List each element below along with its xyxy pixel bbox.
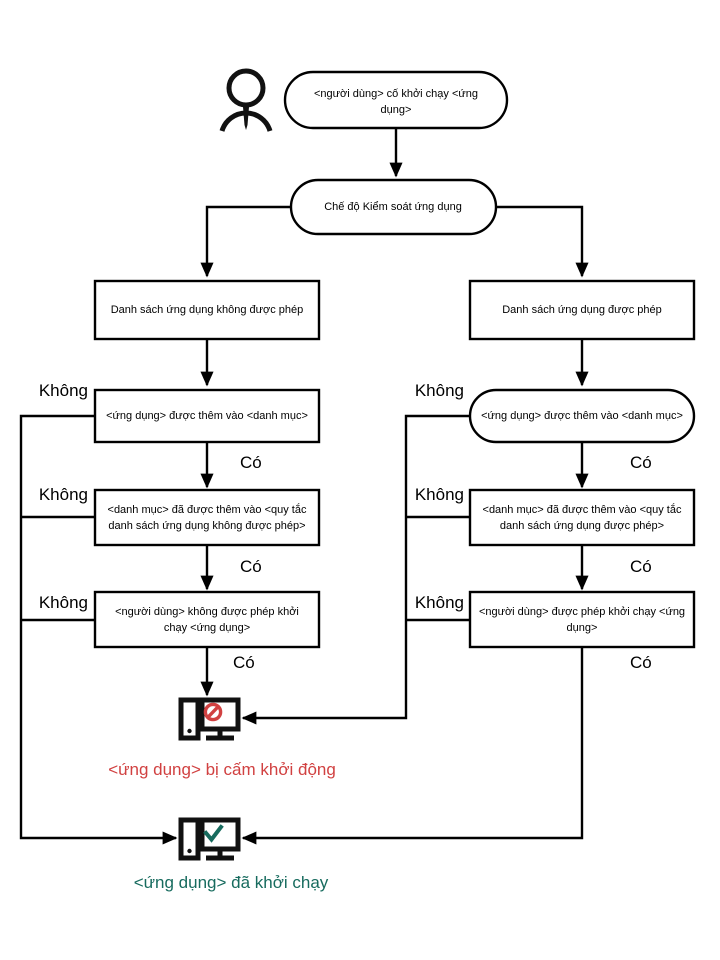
edge-label-right-yes-1: Có	[630, 453, 652, 472]
node-start-line2: dụng>	[381, 104, 412, 116]
node-deny-rule-line2: danh sách ứng dụng không được phép>	[108, 520, 305, 532]
outcome-blocked-label: <ứng dụng> bị cấm khởi động	[108, 760, 336, 779]
edge-label-right-no-1: Không	[415, 381, 464, 400]
node-allow-user: <người dùng> được phép khởi chạy <ứng dụ…	[468, 590, 696, 649]
edge-label-left-yes-3: Có	[233, 653, 255, 672]
node-mode: Chế độ Kiểm soát ứng dụng	[289, 178, 498, 236]
node-allow-in-category-label: <ứng dụng> được thêm vào <danh mục>	[481, 410, 683, 422]
node-start-line1: <người dùng> cố khởi chạy <ứng	[314, 88, 478, 100]
node-denylist: Danh sách ứng dụng không được phép	[93, 279, 321, 341]
edge-label-right-yes-3: Có	[630, 653, 652, 672]
outcome-started-label: <ứng dụng> đã khởi chạy	[134, 873, 329, 892]
edge-label-left-no-2: Không	[39, 485, 88, 504]
node-allow-rule-line1: <danh mục> đã được thêm vào <quy tắc	[483, 503, 682, 516]
edge-label-left-no-1: Không	[39, 381, 88, 400]
edge-label-right-yes-2: Có	[630, 557, 652, 576]
node-deny-in-category-label: <ứng dụng> được thêm vào <danh mục>	[106, 410, 308, 422]
node-allowlist: Danh sách ứng dụng được phép	[468, 279, 696, 341]
edge-mode-to-allowlist	[496, 205, 589, 278]
node-allow-user-line2: dụng>	[567, 622, 598, 634]
node-allow-in-category: <ứng dụng> được thêm vào <danh mục>	[468, 388, 696, 444]
node-denylist-label: Danh sách ứng dụng không được phép	[111, 304, 304, 316]
user-icon	[219, 68, 273, 132]
node-start: <người dùng> cố khởi chạy <ứng dụng>	[283, 70, 509, 130]
edge-label-left-yes-1: Có	[240, 453, 262, 472]
edge-label-right-no-3: Không	[415, 593, 464, 612]
edge-label-left-yes-2: Có	[240, 557, 262, 576]
node-deny-user-line1: <người dùng> không được phép khởi	[115, 606, 299, 618]
node-deny-user-line2: chạy <ứng dụng>	[164, 622, 250, 634]
edge-right-no-1	[241, 414, 470, 725]
node-mode-label: Chế độ Kiểm soát ứng dụng	[324, 201, 462, 213]
computer-allowed-icon	[178, 817, 241, 861]
node-deny-rule: <danh mục> đã được thêm vào <quy tắc dan…	[93, 488, 321, 547]
node-deny-in-category: <ứng dụng> được thêm vào <danh mục>	[93, 388, 321, 444]
node-allowlist-label: Danh sách ứng dụng được phép	[502, 304, 662, 316]
edge-right-yes-final	[241, 647, 584, 845]
node-allow-rule-line2: danh sách ứng dụng được phép>	[500, 520, 664, 532]
edge-label-left-no-3: Không	[39, 593, 88, 612]
node-allow-user-line1: <người dùng> được phép khởi chạy <ứng	[479, 606, 685, 618]
node-deny-user: <người dùng> không được phép khởi chạy <…	[93, 590, 321, 649]
edge-left-no-1	[19, 414, 178, 845]
node-deny-rule-line1: <danh mục> đã được thêm vào <quy tắc	[108, 503, 307, 516]
edge-mode-to-denylist	[200, 205, 291, 278]
computer-blocked-icon	[178, 697, 241, 741]
node-allow-rule: <danh mục> đã được thêm vào <quy tắc dan…	[468, 488, 696, 547]
edge-label-right-no-2: Không	[415, 485, 464, 504]
